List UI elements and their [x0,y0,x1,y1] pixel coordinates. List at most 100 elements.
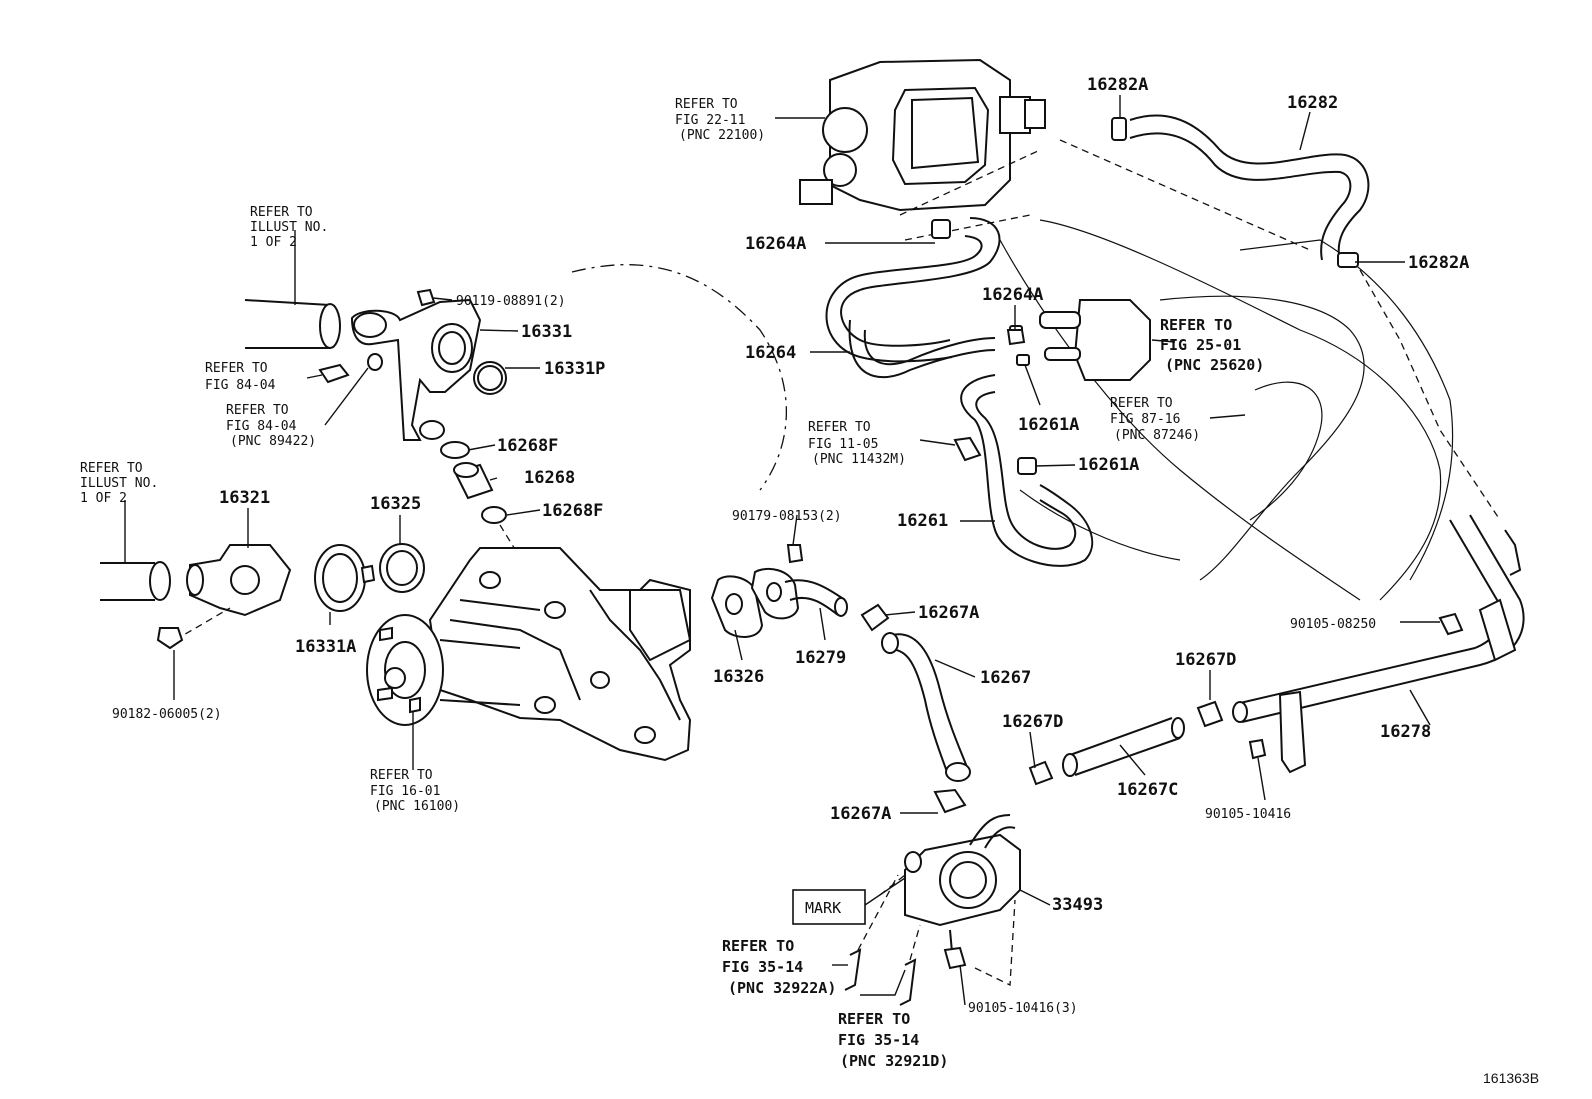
part-16267A-a: 16267A [918,603,979,623]
svg-text:FIG 25-01: FIG 25-01 [1160,336,1241,354]
svg-text:REFER TO: REFER TO [675,97,738,112]
svg-text:(PNC 32921D): (PNC 32921D) [840,1052,948,1070]
refer-fig-16-01: REFER TO FIG 16-01 (PNC 16100) [370,768,460,814]
part-16267A-b: 16267A [830,804,891,824]
misc-fittings [953,329,1026,462]
svg-text:REFER TO: REFER TO [80,461,143,476]
fastener-labels: 90119-08891(2) 90182-06005(2) 90179-0815… [112,294,1376,1016]
svg-text:FIG 87-16: FIG 87-16 [1110,412,1180,427]
svg-text:FIG 84-04: FIG 84-04 [226,419,297,434]
water-pump-shape [366,547,692,762]
svg-text:(PNC 25620): (PNC 25620) [1165,356,1264,374]
part-16326: 16326 [713,667,764,687]
part-16282A-top: 16282A [1087,75,1148,95]
svg-text:(PNC 32922A): (PNC 32922A) [728,979,836,997]
refer-fig-35-14-b: REFER TO FIG 35-14 (PNC 32921D) [838,1010,948,1070]
svg-text:(PNC 22100): (PNC 22100) [679,128,765,143]
nut-90179-08153: 90179-08153(2) [732,509,842,524]
refer-fig-84-04-a: REFER TO FIG 84-04 [205,361,276,393]
svg-text:FIG 84-04: FIG 84-04 [205,378,276,393]
part-16261A-a: 16261A [1018,415,1079,435]
nut-90182-06005: 90182-06005(2) [112,707,222,722]
refer-illust-lower: REFER TO ILLUST NO. 1 OF 2 [80,461,158,506]
water-inlet-16321-shape [100,544,292,650]
hose-16264-shape [825,217,1001,379]
svg-text:ILLUST NO.: ILLUST NO. [250,220,328,235]
part-16278: 16278 [1380,722,1431,742]
svg-text:FIG 16-01: FIG 16-01 [370,784,440,799]
part-16279: 16279 [795,648,846,668]
mark-box [792,889,866,925]
svg-text:(PNC 87246): (PNC 87246) [1114,428,1200,443]
bolt-90105-10416-3: 90105-10416(3) [968,1001,1078,1016]
hose-stub-upper [244,299,341,349]
refer-fig-25-01: REFER TO FIG 25-01 (PNC 25620) [1160,316,1264,374]
svg-text:FIG 35-14: FIG 35-14 [722,958,803,976]
part-16261: 16261 [897,511,948,531]
part-16264: 16264 [745,343,796,363]
part-16267D-b: 16267D [1175,650,1236,670]
part-16264A-mid: 16264A [982,285,1043,305]
part-number-labels: 16282A 16282 16282A 16264A 16264A 16264 … [219,75,1469,915]
valve-33493-shape [844,814,1021,1006]
svg-text:(PNC 11432M): (PNC 11432M) [812,452,906,467]
diagram-id: 161363B [1483,1070,1539,1086]
refer-fig-84-04-b: REFER TO FIG 84-04 (PNC 89422) [226,403,316,449]
part-16267D-a: 16267D [1002,712,1063,732]
part-16282: 16282 [1287,93,1338,113]
part-16261A-b: 16261A [1078,455,1139,475]
svg-text:REFER TO: REFER TO [226,403,289,418]
svg-text:REFER TO: REFER TO [1160,316,1232,334]
mark-label: MARK [805,899,841,917]
pipe-16278-shape [1232,514,1525,774]
svg-text:REFER TO: REFER TO [250,205,313,220]
svg-text:REFER TO: REFER TO [838,1010,910,1028]
vsv-valve-shape [1009,299,1151,381]
part-16331: 16331 [521,322,572,342]
refer-fig-22-11: REFER TO FIG 22-11 (PNC 22100) [675,97,765,143]
svg-text:(PNC 89422): (PNC 89422) [230,434,316,449]
refer-illust-upper: REFER TO ILLUST NO. 1 OF 2 [250,205,328,250]
part-16331A: 16331A [295,637,356,657]
svg-text:FIG 22-11: FIG 22-11 [675,113,745,128]
svg-text:ILLUST NO.: ILLUST NO. [80,476,158,491]
part-16331P: 16331P [544,359,605,379]
bypass-pipe-shape [710,544,848,638]
svg-text:1 OF 2: 1 OF 2 [250,235,297,250]
svg-text:FIG 11-05: FIG 11-05 [808,437,878,452]
part-16268: 16268 [524,468,575,488]
leader-lines [124,95,1440,1006]
bolt-90105-10416: 90105-10416 [1205,807,1291,822]
hose-16261-shape [960,374,1094,567]
part-16264A-top: 16264A [745,234,806,254]
refer-fig-11-05: REFER TO FIG 11-05 (PNC 11432M) [808,420,906,467]
part-16267C: 16267C [1117,780,1178,800]
hose-16282-shape [1111,114,1370,268]
svg-text:REFER TO: REFER TO [722,937,794,955]
bolt-90119-08891: 90119-08891(2) [456,294,566,309]
part-16321: 16321 [219,488,270,508]
mark-leader [864,877,906,906]
svg-text:FIG 35-14: FIG 35-14 [838,1031,919,1049]
svg-text:1 OF 2: 1 OF 2 [80,491,127,506]
svg-text:(PNC 16100): (PNC 16100) [374,799,460,814]
svg-text:REFER TO: REFER TO [205,361,268,376]
thermostat-shape [314,543,425,612]
refer-fig-35-14-a: REFER TO FIG 35-14 (PNC 32922A) [722,937,836,997]
svg-text:REFER TO: REFER TO [808,420,871,435]
svg-text:REFER TO: REFER TO [370,768,433,783]
part-16282A-right: 16282A [1408,253,1469,273]
part-16268F-a: 16268F [497,436,558,456]
bolt-90105-08250: 90105-08250 [1290,617,1376,632]
water-outlet-16331-shape [318,288,507,441]
part-33493: 33493 [1052,895,1103,915]
part-16325: 16325 [370,494,421,514]
part-16268F-b: 16268F [542,501,603,521]
svg-text:REFER TO: REFER TO [1110,396,1173,411]
part-16267: 16267 [980,668,1031,688]
refer-fig-87-16: REFER TO FIG 87-16 (PNC 87246) [1110,396,1200,443]
throttle-body [799,58,1046,241]
hose-16267-shape [860,603,971,814]
